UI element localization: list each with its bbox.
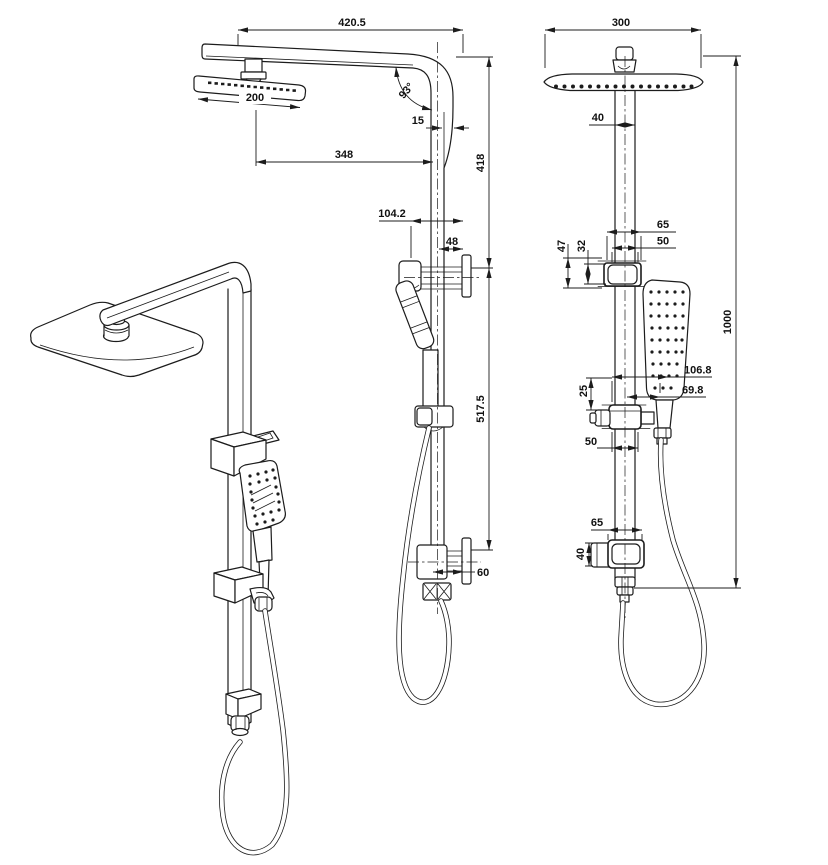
dim-outlet-depth-label: 60	[477, 567, 489, 579]
front-upper-bracket	[597, 260, 653, 287]
dim-handle-outer-offset: 106.8	[611, 365, 712, 402]
front-hand-shower	[642, 279, 691, 445]
dim-bottom-bracket-width: 65	[591, 517, 643, 540]
dim-top-bracket-width: 65	[606, 219, 676, 260]
dim-top-bracket-height-label: 47	[556, 240, 568, 252]
front-rain-head	[543, 73, 704, 92]
dim-overall-height-label: 1000	[722, 310, 734, 334]
dim-top-bracket-height: 47	[556, 240, 602, 289]
dim-pipe-center-to-wall-label: 48	[446, 236, 458, 248]
dim-bend-offset-label: 15	[412, 115, 424, 127]
dim-pipe-center-to-wall: 48	[439, 236, 463, 252]
front-middle-bracket	[589, 404, 655, 430]
side-hand-shower	[395, 280, 439, 409]
iso-handle-nut	[254, 596, 273, 612]
dim-overall-width-label: 420.5	[338, 17, 366, 29]
front-handle-link	[640, 411, 655, 425]
dim-arm-to-bracket: 418	[456, 56, 493, 269]
iso-shower-arm	[99, 261, 252, 327]
dim-top-clamp-height-label: 32	[576, 240, 588, 252]
front-head-connector	[612, 46, 637, 73]
dim-pipe-width-label: 40	[592, 112, 604, 124]
dim-overall-height: 1000	[634, 55, 741, 589]
dim-handle-center-offset: 69.8	[627, 383, 706, 400]
dim-front-head-width-label: 300	[612, 17, 630, 29]
front-handle-nut	[653, 427, 672, 439]
front-lower-bracket	[590, 539, 645, 569]
side-view: 420.5 200 93° 15 348	[193, 17, 493, 705]
side-bottom-bracket	[416, 537, 472, 601]
dim-head-center-to-pipe-label: 348	[335, 149, 353, 161]
iso-hand-shower	[238, 459, 286, 600]
side-rain-head	[193, 75, 307, 102]
dim-bottom-bracket-width-label: 65	[591, 517, 603, 529]
front-outlet-nut	[614, 576, 636, 603]
iso-bottom-bracket	[225, 688, 262, 720]
dim-mid-clamp-width: 50	[585, 432, 639, 452]
dim-top-clamp-width-label: 50	[657, 236, 669, 248]
front-diverter-knob	[594, 409, 611, 427]
iso-hand-shower-grip	[252, 526, 273, 563]
front-dimensions: 300 40 1000 65 50	[544, 17, 741, 589]
dim-arm-to-bracket-label: 418	[475, 154, 487, 172]
dim-mid-bracket-offset: 25	[578, 377, 612, 411]
dim-top-clamp-height: 32	[576, 240, 606, 285]
dim-bracket-depth-label: 104.2	[378, 208, 406, 220]
dim-overall-width: 420.5	[237, 17, 464, 53]
front-hose	[618, 437, 707, 708]
isometric-view	[30, 261, 290, 856]
front-hand-shower-grip	[655, 399, 674, 429]
side-centerlines	[404, 42, 482, 614]
side-wall-flange-bottom	[461, 537, 472, 585]
dim-handle-outer-offset-label: 106.8	[684, 365, 712, 377]
iso-hose	[218, 608, 290, 856]
side-dimensions: 420.5 200 93° 15 348	[197, 17, 493, 579]
dim-top-clamp-width: 50	[611, 236, 676, 262]
dim-bottom-bracket-height-label: 40	[575, 548, 587, 560]
dim-mid-clamp-width-label: 50	[585, 436, 597, 448]
dim-front-head-width: 300	[544, 17, 702, 68]
iso-slider-bracket	[210, 430, 280, 477]
iso-inlet-nut	[230, 715, 250, 737]
dim-mid-bracket-offset-label: 25	[578, 385, 590, 397]
side-middle-bracket	[414, 405, 454, 432]
dim-bottom-bracket-height: 40	[575, 542, 593, 567]
dim-pipe-width: 40	[589, 112, 635, 128]
dim-head-width: 200	[197, 90, 301, 110]
dim-head-width-label: 200	[246, 92, 264, 104]
dim-top-bracket-width-label: 65	[657, 219, 669, 231]
dim-bracket-to-outlet-label: 517.5	[475, 395, 487, 423]
dim-bend-offset: 15	[412, 115, 469, 131]
dim-handle-center-offset-label: 69.8	[682, 385, 703, 397]
dim-head-center-to-pipe: 348	[255, 110, 433, 166]
dim-bracket-to-outlet: 517.5	[471, 268, 493, 551]
side-hose	[396, 425, 452, 705]
side-hand-shower-tube	[422, 349, 439, 409]
dim-bracket-depth: 104.2	[378, 208, 463, 258]
dim-outlet-depth: 60	[433, 567, 489, 579]
front-view: 300 40 1000 65 50	[543, 17, 741, 708]
side-wall-flange-top	[461, 254, 472, 298]
